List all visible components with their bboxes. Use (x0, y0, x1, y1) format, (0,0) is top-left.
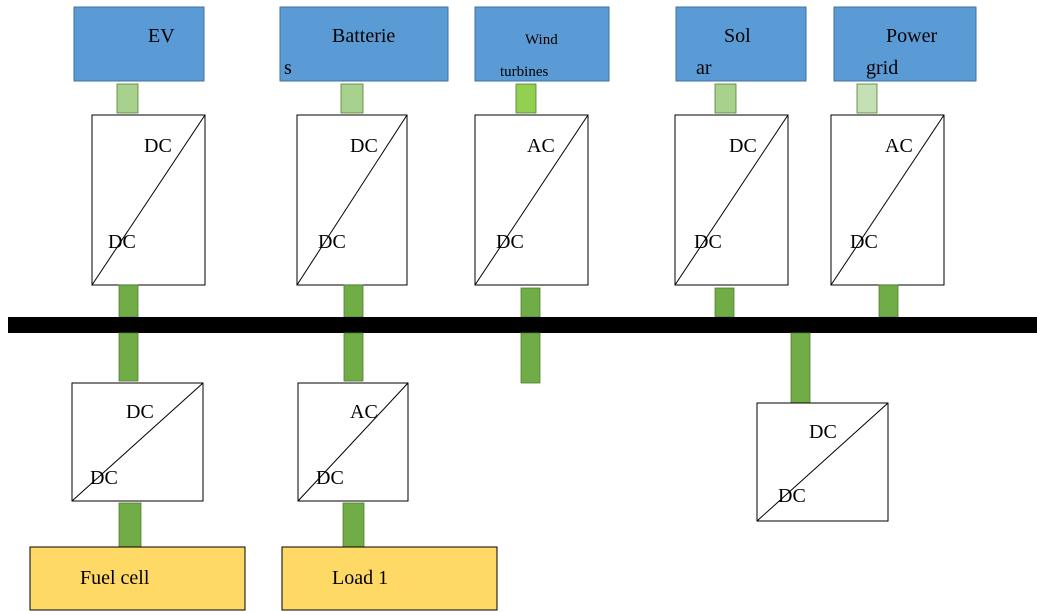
converter-ev: DC DC (91, 114, 206, 286)
link-batteries-top (340, 83, 364, 114)
source-ev: EV (73, 6, 205, 82)
converter-load-top-label: AC (350, 401, 378, 423)
link-bus-load (343, 332, 364, 382)
link-solar-top (714, 83, 737, 114)
link-ev-bus (118, 284, 139, 318)
source-grid: Power grid (833, 6, 977, 82)
load-fuel-cell: Fuel cell (29, 546, 246, 611)
converter-wind-top-label: AC (527, 135, 555, 157)
source-solar-label-line2: ar (696, 57, 712, 79)
converter-solar-top-label: DC (729, 135, 757, 157)
link-wind-bus (520, 287, 541, 318)
link-batteries-bus (343, 284, 364, 318)
source-batteries: Batterie s (279, 6, 449, 82)
converter-ev-top-label: DC (144, 135, 172, 157)
converter-solar-bottom-label: DC (694, 231, 722, 253)
source-ev-label: EV (148, 25, 175, 47)
source-wind: Wind turbines (474, 6, 610, 82)
converter-grid-top-label: AC (885, 135, 913, 157)
source-batteries-label-line2: s (284, 57, 292, 79)
converter-load: AC DC (297, 382, 409, 502)
source-solar-label-line1: Sol (724, 25, 751, 47)
converter-wind: AC DC (474, 114, 589, 286)
load-1: Load 1 (281, 546, 498, 611)
converter-extra-bottom-label: DC (778, 485, 806, 507)
converter-load-bottom-label: DC (316, 467, 344, 489)
converter-ev-bottom-label: DC (108, 231, 136, 253)
converter-batteries: DC DC (296, 114, 408, 286)
converter-extra-top-label: DC (809, 421, 837, 443)
link-bus-extra (790, 332, 811, 404)
load-fuel-cell-label: Fuel cell (80, 567, 150, 589)
converter-solar: DC DC (674, 114, 789, 286)
converter-grid: AC DC (830, 114, 945, 286)
link-bus-fuel (118, 332, 139, 382)
converter-fuel-bottom-label: DC (90, 467, 118, 489)
converter-fuel-top-label: DC (126, 401, 154, 423)
link-load-load1 (342, 502, 365, 548)
source-grid-label-line2: grid (866, 57, 898, 79)
link-fuel-load (118, 502, 142, 548)
link-grid-top (856, 83, 878, 114)
link-solar-bus (714, 287, 735, 318)
source-wind-label-line1: Wind (525, 32, 558, 48)
source-grid-label-line1: Power (886, 25, 937, 47)
converter-wind-bottom-label: DC (496, 231, 524, 253)
load-1-label: Load 1 (332, 567, 388, 589)
converter-batteries-bottom-label: DC (318, 231, 346, 253)
link-bus-wind-stub (520, 332, 541, 384)
link-grid-bus (878, 284, 899, 318)
main-bus (8, 317, 1037, 333)
converter-batteries-top-label: DC (350, 135, 378, 157)
source-batteries-label-line1: Batterie (332, 25, 395, 47)
converter-grid-bottom-label: DC (850, 231, 878, 253)
source-wind-label-line2: turbines (500, 64, 548, 80)
converter-extra: DC DC (756, 402, 889, 522)
link-ev-top (116, 83, 139, 114)
link-wind-top (515, 83, 537, 114)
converter-fuel: DC DC (71, 382, 204, 502)
source-solar: Sol ar (675, 6, 807, 82)
